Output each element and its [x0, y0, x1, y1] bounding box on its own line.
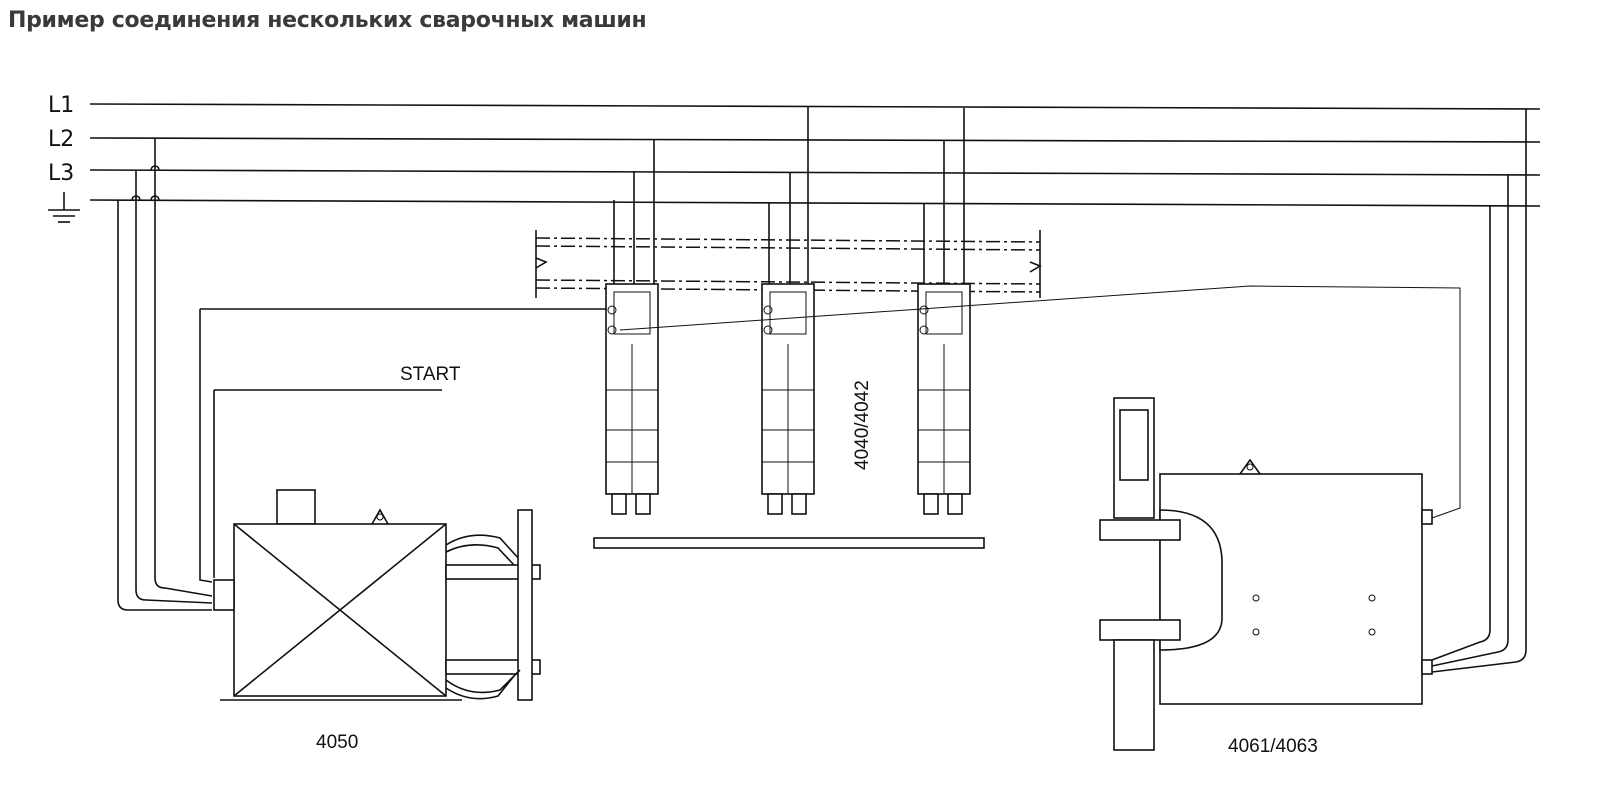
- gun-unit-1: [605, 283, 659, 515]
- page-title: Пример соединения нескольких сварочных м…: [8, 8, 647, 33]
- machine-4050: [213, 489, 541, 701]
- drops-left-machine: [117, 139, 608, 611]
- phase-label-l2: L2: [48, 127, 74, 152]
- label-4040-4042: 4040/4042: [852, 380, 873, 470]
- bus-l2: [89, 137, 1541, 143]
- start-label: START: [400, 364, 461, 385]
- control-line: [619, 285, 1461, 519]
- gun-unit-3: [917, 283, 971, 515]
- base-plate: [593, 537, 985, 549]
- phase-label-l1: L1: [48, 93, 74, 118]
- bus-l1: [89, 103, 1541, 110]
- label-4061-4063: 4061/4063: [1228, 736, 1318, 757]
- label-4050: 4050: [316, 732, 358, 753]
- drops-guns: [613, 106, 965, 284]
- bus-ground: [89, 199, 1541, 207]
- phase-label-l3: L3: [48, 161, 74, 186]
- ground-icon: [48, 192, 80, 223]
- drops-right-machine: [1431, 109, 1527, 673]
- machine-4061-4063: [1099, 397, 1433, 751]
- bus-l3: [89, 169, 1541, 176]
- crossover-bumps: [131, 165, 160, 201]
